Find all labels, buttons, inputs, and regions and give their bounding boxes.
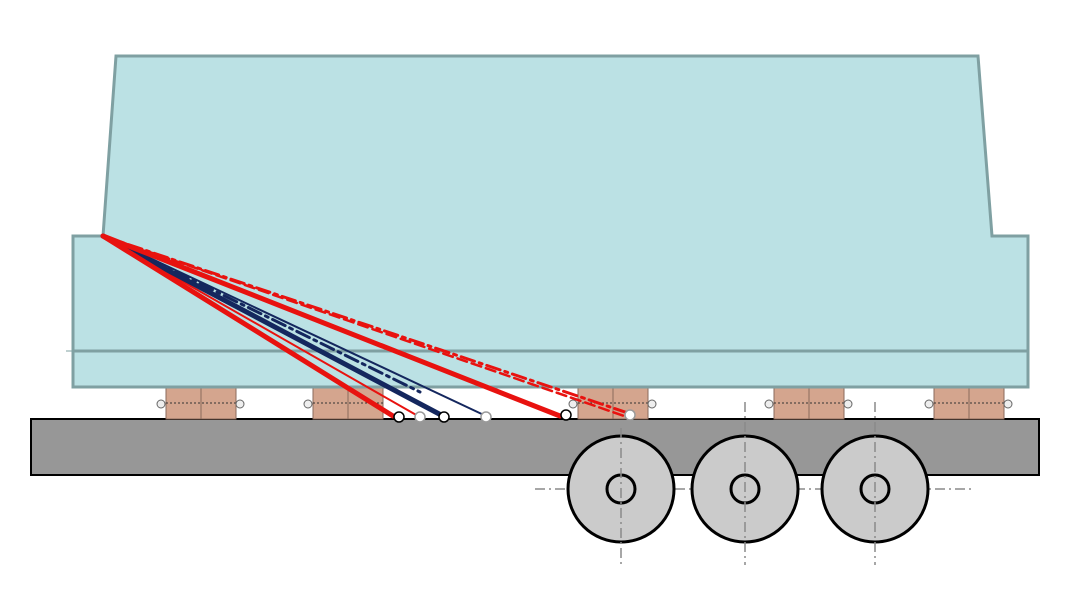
wheel — [690, 402, 800, 565]
wheel — [566, 428, 676, 565]
anchor-point — [624, 409, 636, 421]
lashing-navy-thin — [102, 235, 487, 417]
lashing-navy-heavy — [100, 233, 446, 419]
dunnage-block — [764, 387, 853, 420]
dunnage-block — [568, 387, 657, 420]
wheel — [820, 402, 930, 565]
anchor-point — [438, 411, 450, 423]
anchor-point — [393, 411, 405, 423]
anchor-point — [480, 411, 492, 423]
lashing-red-heavy-right — [100, 233, 563, 419]
anchor-points — [393, 409, 636, 423]
anchor-point — [414, 411, 426, 423]
lashing-red-dashed — [101, 234, 632, 420]
anchor-point — [560, 409, 572, 421]
wheel-axles — [535, 402, 975, 565]
lashings — [100, 233, 632, 420]
cargo-unit — [71, 54, 1030, 389]
dunnage-block — [924, 387, 1013, 420]
dunnage-block — [156, 387, 245, 420]
lashing-red-heavy-left — [100, 233, 396, 419]
